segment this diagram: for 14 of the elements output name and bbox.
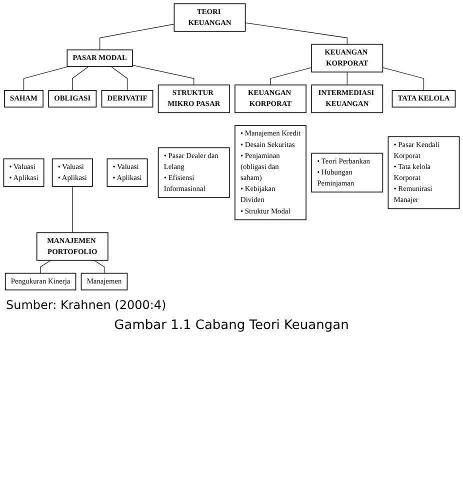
connector: [132, 64, 194, 86]
connector: [23, 66, 70, 91]
connector: [270, 67, 312, 86]
connector: [72, 66, 89, 91]
connector: [40, 260, 52, 274]
connector: [244, 22, 348, 45]
figure-caption: Gambar 1.1 Cabang Teori Keuangan: [113, 318, 350, 333]
connector: [110, 66, 128, 91]
connector: [346, 72, 348, 86]
connector: [382, 67, 424, 91]
source-note: Sumber: Krahnen (2000:4): [6, 298, 168, 312]
connector: [94, 260, 105, 274]
connector: [72, 186, 73, 233]
connector: [99, 24, 175, 50]
